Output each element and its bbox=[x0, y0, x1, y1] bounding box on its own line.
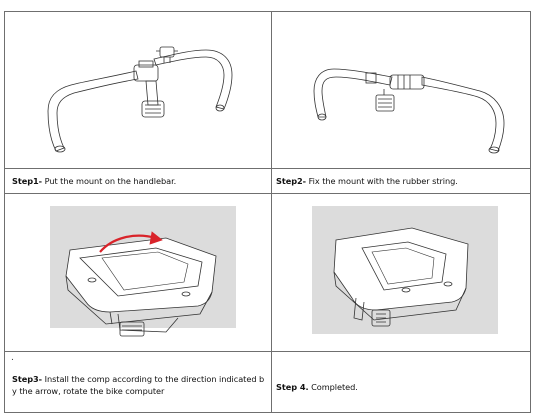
step2-caption: Step2- Fix the mount with the rubber str… bbox=[276, 175, 458, 187]
step4-illustration bbox=[272, 194, 530, 350]
row-divider-3 bbox=[5, 351, 530, 352]
step3-marker: . bbox=[11, 353, 14, 363]
step1-text: Put the mount on the handlebar. bbox=[42, 176, 177, 186]
step3-label: Step3- bbox=[12, 374, 43, 384]
row-divider-1 bbox=[5, 168, 530, 169]
step3-caption: Step3- Install the comp according to the… bbox=[12, 373, 264, 397]
step1-illustration bbox=[6, 13, 270, 167]
step4-text: Completed. bbox=[308, 382, 358, 392]
step4-label: Step 4. bbox=[276, 382, 309, 392]
step2-label: Step2- bbox=[276, 176, 307, 186]
step3-illustration bbox=[6, 194, 270, 350]
step1-label: Step1- bbox=[12, 176, 43, 186]
row-divider-2 bbox=[5, 193, 530, 194]
step3-text: Install the comp according to the direct… bbox=[42, 374, 265, 384]
instruction-table: Step1- Put the mount on the handlebar. S… bbox=[4, 11, 531, 413]
column-divider bbox=[271, 12, 272, 412]
step2-illustration bbox=[272, 13, 530, 167]
step3-text-line2: y the arrow, rotate the bike computer bbox=[12, 386, 165, 396]
step2-text: Fix the mount with the rubber string. bbox=[306, 176, 458, 186]
step1-caption: Step1- Put the mount on the handlebar. bbox=[12, 175, 176, 187]
step4-caption: Step 4. Completed. bbox=[276, 381, 358, 393]
